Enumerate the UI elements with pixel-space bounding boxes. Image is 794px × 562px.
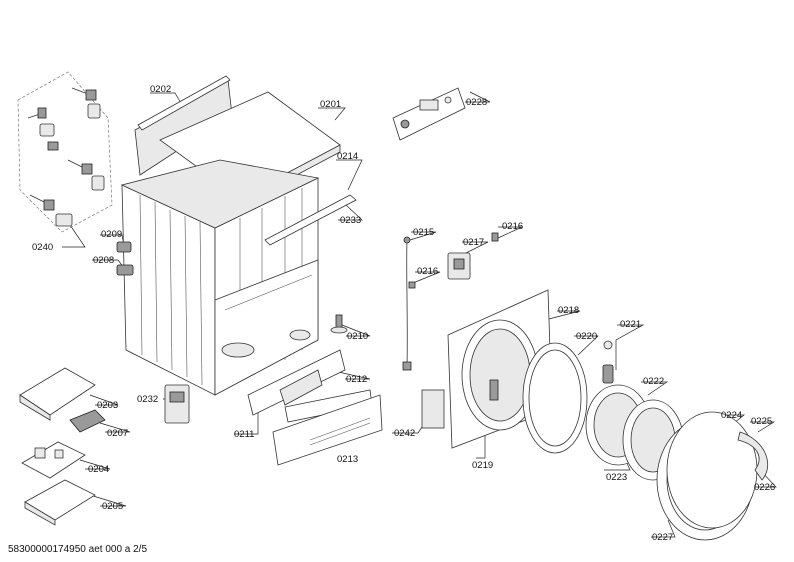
label-0208: 0208 [93,255,114,266]
label-0226: 0226 [754,482,775,493]
label-0204: 0204 [88,464,109,475]
label-0215: 0215 [413,227,434,238]
label-0225: 0225 [751,416,772,427]
label-0213: 0213 [337,454,358,465]
label-0214: 0214 [337,151,358,162]
label-0216-lower: 0216 [417,266,438,277]
label-0207: 0207 [107,428,128,439]
label-0219: 0219 [472,460,493,471]
door-handle-0225 [737,431,769,481]
label-0233: 0233 [340,215,361,226]
front-panel-0218 [421,289,553,449]
label-0218: 0218 [558,305,579,316]
label-0209: 0209 [101,229,122,240]
label-0212: 0212 [346,374,367,385]
door-hinge-0221 [602,340,614,384]
label-0220: 0220 [576,331,597,342]
foot-0210 [330,314,348,334]
label-0242: 0242 [394,428,415,439]
door-frame-0227 [656,411,758,541]
label-0205: 0205 [102,501,123,512]
electronics-group [19,367,106,526]
label-0217: 0217 [463,237,484,248]
hardware-kit-0240 [17,71,113,233]
control-panel-assembly [247,349,383,466]
display-panel-0228 [392,87,466,141]
label-0240: 0240 [32,242,53,253]
label-0227: 0227 [652,532,673,543]
label-0210: 0210 [347,331,368,342]
label-0222: 0222 [643,376,664,387]
door-seal-0220 [522,342,588,454]
label-0223: 0223 [606,472,627,483]
part-labels: 0202 0201 0214 0233 0240 0209 0208 0210 … [32,84,775,543]
label-0224: 0224 [721,410,742,421]
label-0211: 0211 [234,429,254,440]
label-0228: 0228 [466,97,487,108]
cabinet-housing [116,75,357,424]
label-0232: 0232 [137,394,158,405]
document-footer: 58300000174950 aet 000 a 2/5 [8,544,147,555]
hose-0215 [402,236,416,371]
label-0221: 0221 [620,319,641,330]
label-0201: 0201 [320,99,341,110]
label-0203: 0203 [97,400,118,411]
door-lock-0217 [447,232,499,280]
label-0216-upper: 0216 [502,221,523,232]
label-0202: 0202 [150,84,171,95]
